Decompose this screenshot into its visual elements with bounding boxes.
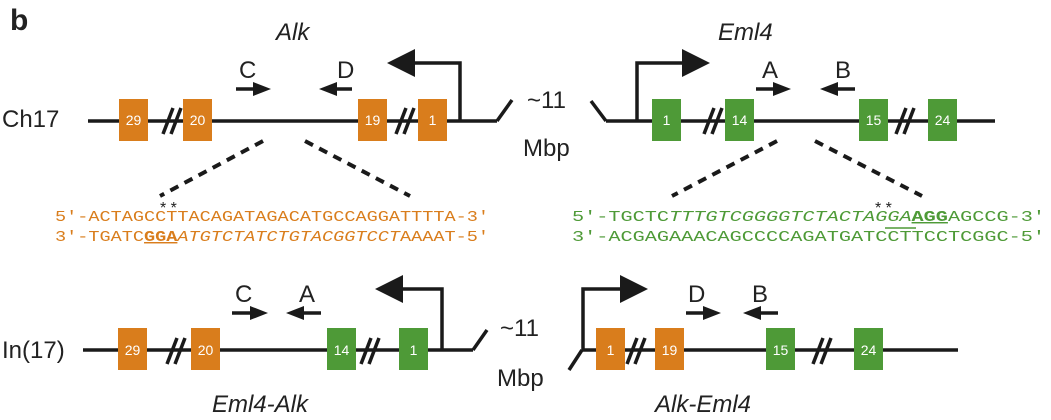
fusion2-exon-1: 1 (596, 328, 625, 370)
primer-b-top: B (820, 57, 855, 96)
eml4-exon-15: 15 (859, 99, 888, 141)
svg-text:B: B (835, 57, 851, 84)
svg-text:D: D (688, 281, 705, 308)
panel-label: b (10, 4, 28, 37)
primer-d-top: D (319, 57, 354, 96)
alk-tss-arrow-icon (387, 49, 462, 121)
primer-a-bottom: A (286, 281, 321, 320)
alk-chromosome-line (88, 98, 514, 135)
svg-text:C: C (239, 57, 256, 84)
primer-d-bottom: D (686, 281, 721, 320)
svg-text:19: 19 (662, 342, 678, 358)
fusion1-exon-14: 14 (327, 328, 356, 370)
svg-text:B: B (752, 281, 768, 308)
svg-text:19: 19 (365, 112, 381, 128)
svg-text:15: 15 (866, 112, 882, 128)
fusion1-name: Eml4-Alk (212, 391, 310, 418)
svg-text:20: 20 (190, 112, 206, 128)
alk-gene-name: Alk (274, 19, 311, 46)
bottom-distance: ~11 (500, 315, 539, 342)
eml4-zoom-dashes (671, 139, 923, 198)
eml4-seq-line2: 3′-ACGAGAAACAGCCCCAGATGATCCTTCCTCGGC-5′ (572, 230, 1045, 246)
fusion1-tss-arrow-icon (375, 275, 444, 350)
fusion2-name: Alk-Eml4 (653, 391, 751, 418)
svg-text:1: 1 (410, 342, 418, 358)
svg-text:A: A (762, 57, 778, 84)
fusion2-chromosome-line (567, 337, 958, 371)
top-chrom-label: Ch17 (2, 106, 59, 133)
primer-c-top: C (236, 57, 271, 96)
alk-exon-20: 20 (183, 99, 212, 141)
fusion2-exon-19: 19 (655, 328, 684, 370)
primer-a-top: A (756, 57, 791, 96)
svg-text:29: 29 (125, 342, 141, 358)
eml4-exon-1: 1 (652, 99, 681, 141)
svg-text:24: 24 (935, 112, 951, 128)
alk-zoom-dashes (159, 139, 411, 198)
fusion1-exon-29: 29 (118, 328, 147, 370)
alk-exon-29: 29 (119, 99, 148, 141)
eml4-exon-24: 24 (928, 99, 957, 141)
eml4-seq-stars: * * (875, 200, 892, 217)
bottom-distance-unit: Mbp (497, 365, 544, 392)
fusion2-tss-arrow-icon (581, 275, 648, 350)
alk-pam-site: GGA (144, 230, 178, 246)
svg-text:15: 15 (773, 342, 789, 358)
top-distance-unit: Mbp (523, 135, 570, 162)
svg-text:24: 24 (861, 342, 877, 358)
bottom-chrom-label: In(17) (2, 337, 65, 364)
alk-seq-line1: 5′-ACTAGCCTTACAGATAGACATGCCAGGATTTTA-3′ (55, 210, 489, 226)
alk-exon-19: 19 (358, 99, 387, 141)
alk-exon-1: 1 (418, 99, 447, 141)
svg-text:C: C (235, 281, 252, 308)
fusion2-exon-24: 24 (854, 328, 883, 370)
svg-text:14: 14 (732, 112, 748, 128)
svg-text:29: 29 (126, 112, 142, 128)
svg-text:14: 14 (334, 342, 350, 358)
eml4-tss-arrow-icon (635, 49, 710, 121)
primer-c-bottom: C (232, 281, 268, 320)
svg-text:A: A (299, 281, 315, 308)
svg-text:1: 1 (429, 112, 437, 128)
eml4-pam-site: AGG (912, 210, 948, 226)
fusion1-exon-20: 20 (191, 328, 220, 370)
eml4-exon-14: 14 (725, 99, 754, 141)
top-distance: ~11 (527, 87, 566, 114)
fusion1-exon-1: 1 (399, 328, 428, 370)
svg-text:1: 1 (607, 342, 615, 358)
svg-text:D: D (337, 57, 354, 84)
fusion2-exon-15: 15 (766, 328, 795, 370)
alk-seq-stars: * * (160, 200, 177, 217)
svg-text:1: 1 (663, 112, 671, 128)
svg-text:20: 20 (198, 342, 214, 358)
primer-b-bottom: B (743, 281, 778, 320)
eml4-gene-name: Eml4 (718, 19, 773, 46)
